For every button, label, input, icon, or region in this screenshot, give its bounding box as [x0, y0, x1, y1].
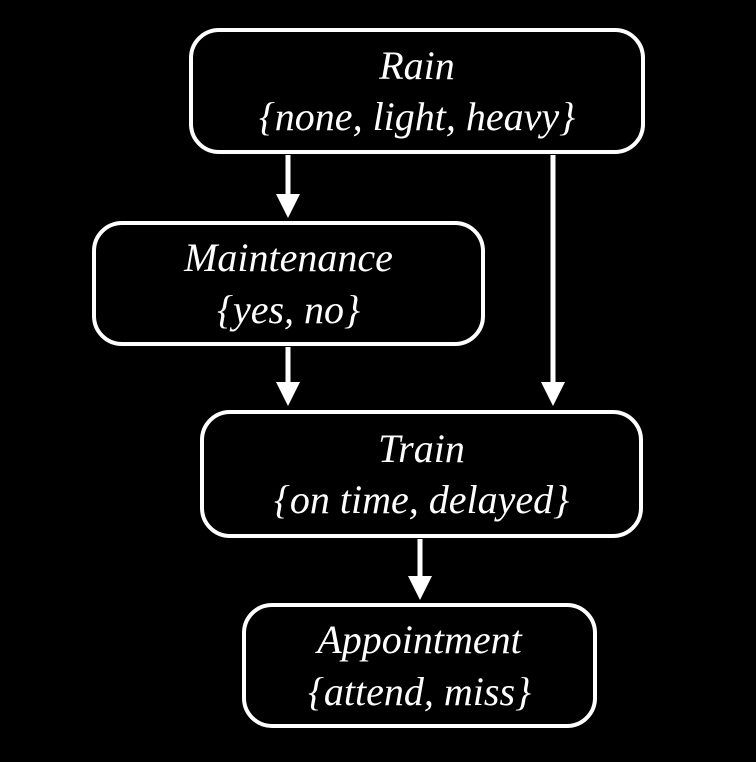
edge-train-to-appointment-arrow [408, 539, 432, 600]
node-train-values: {on time, delayed} [273, 477, 570, 522]
node-maintenance-values: {yes, no} [216, 286, 361, 332]
edge-rain-to-maintenance-arrow [276, 155, 300, 218]
node-rain-title: Rain [379, 42, 455, 88]
node-maintenance-title: Maintenance [184, 235, 393, 281]
node-appointment-title: Appointment [317, 617, 522, 663]
node-train: Train {on time, delayed} [200, 410, 643, 538]
node-appointment: Appointment {attend, miss} [242, 603, 597, 728]
node-train-title: Train [378, 425, 465, 471]
node-rain: Rain {none, light, heavy} [189, 28, 645, 154]
node-rain-values: {none, light, heavy} [258, 94, 576, 139]
node-maintenance: Maintenance {yes, no} [92, 221, 485, 346]
edge-rain-to-train-arrow [541, 155, 565, 406]
edge-maintenance-to-train-arrow [276, 347, 300, 406]
node-appointment-values: {attend, miss} [307, 668, 532, 714]
